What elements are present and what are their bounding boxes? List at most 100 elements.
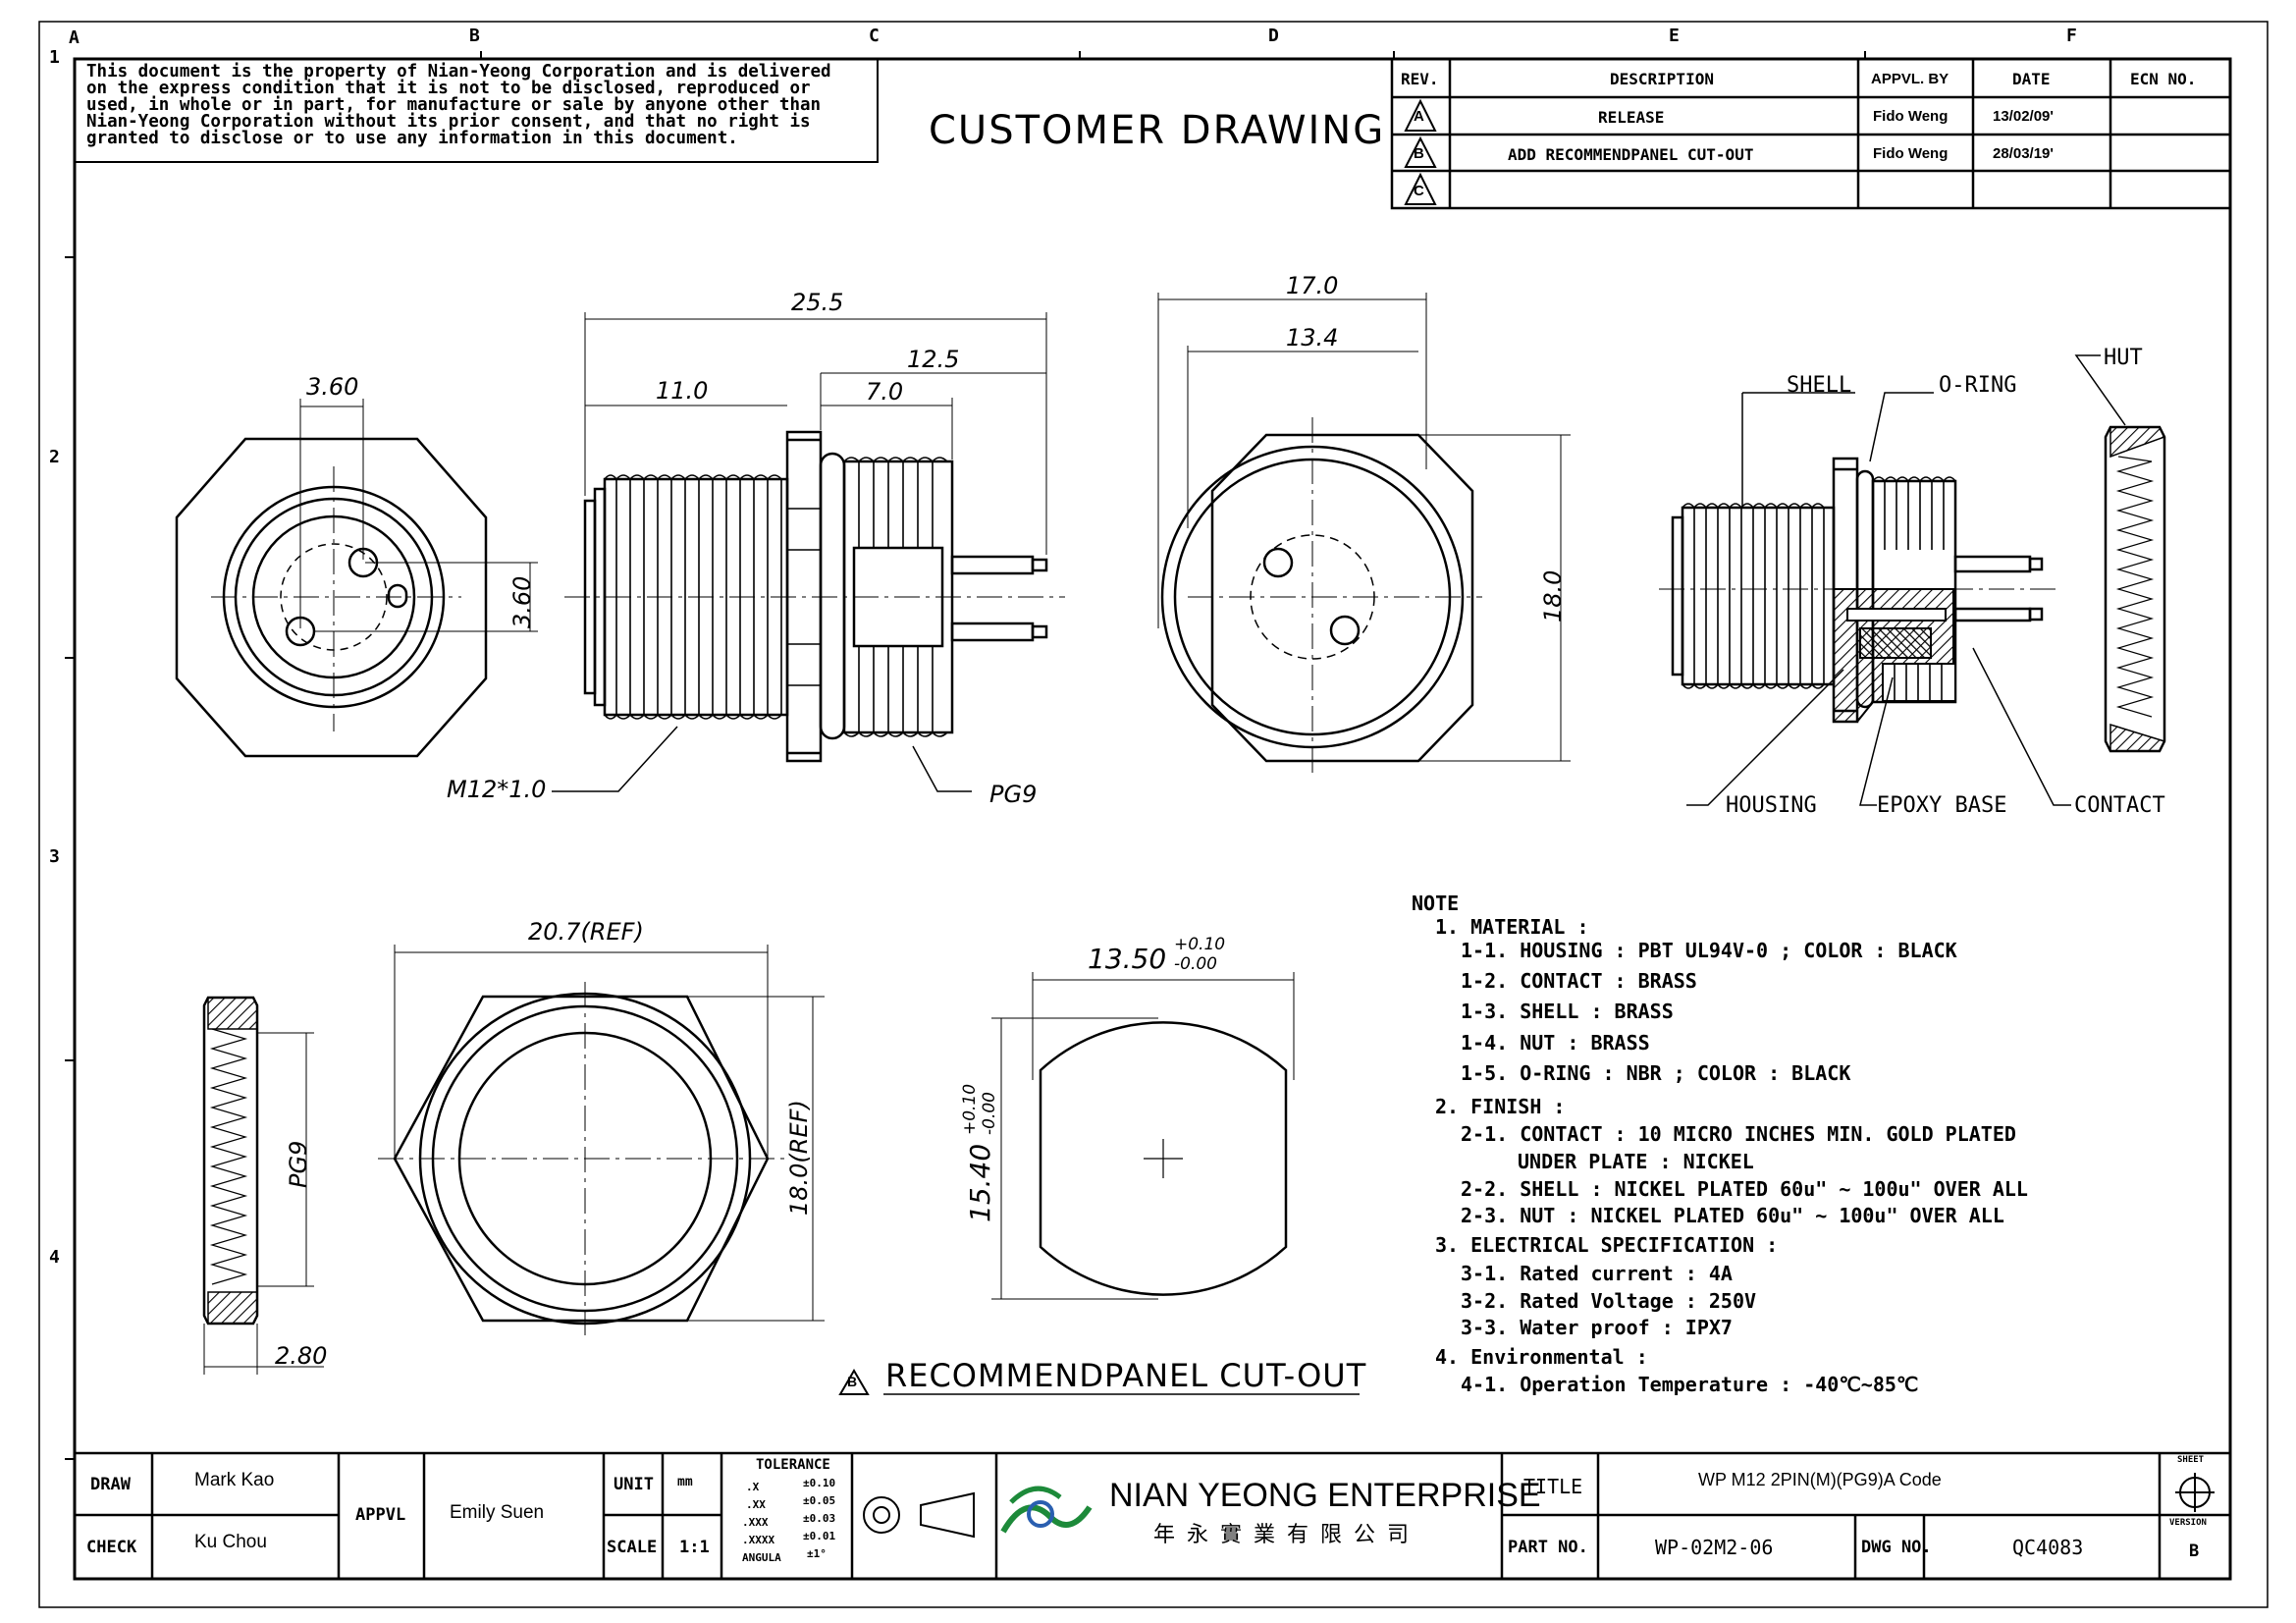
- label-contact: CONTACT: [2074, 793, 2165, 818]
- disclaimer-box: [74, 58, 879, 163]
- nut-front-view: [378, 945, 825, 1335]
- tb-tol-v-5: ±1°: [807, 1547, 827, 1560]
- dim-front-pin-v: 3.60: [508, 575, 536, 628]
- dim-cutout-height-tol-plus: +0.10: [960, 1083, 980, 1135]
- dim-side-front-thread: M12*1.0: [447, 776, 547, 803]
- rev-triangles: [1404, 98, 1437, 205]
- label-epoxy-base: EPOXY BASE: [1877, 793, 2007, 818]
- tb-draw-value: Mark Kao: [194, 1470, 275, 1490]
- tb-unit-label: UNIT: [614, 1475, 654, 1494]
- tb-tol-v-3: ±0.03: [803, 1512, 836, 1525]
- dim-side-rear: 12.5: [907, 346, 960, 373]
- disclaimer-line-1: This document is the property of Nian-Ye…: [86, 62, 831, 81]
- page-title: CUSTOMER DRAWING: [929, 108, 1386, 153]
- note-4: 4. Environmental :: [1435, 1345, 1648, 1369]
- tb-dwg-value: QC4083: [2012, 1536, 2084, 1559]
- dim-rear-inner: 13.4: [1286, 324, 1339, 352]
- disclaimer-line-5: granted to disclose or to use any inform…: [86, 129, 738, 148]
- zone-col-d: D: [1268, 26, 1279, 46]
- note-4-1: 4-1. Operation Temperature : -40℃~85℃: [1461, 1373, 1919, 1396]
- dim-side-overall: 25.5: [791, 289, 844, 316]
- notes-heading: NOTE: [1412, 892, 1460, 915]
- company-logo: [1000, 1486, 1093, 1534]
- label-oring: O-RING: [1939, 373, 2017, 398]
- company-name-en: NIAN YEONG ENTERPRISE: [1109, 1477, 1541, 1514]
- zone-col-f: F: [2066, 26, 2077, 46]
- disclaimer-line-3: used, in whole or in part, for manufactu…: [86, 95, 822, 115]
- rear-thread-lines: [843, 457, 948, 737]
- zone-col-e: E: [1669, 26, 1680, 46]
- note-1: 1. MATERIAL :: [1435, 915, 1589, 939]
- zone-row-2: 2: [49, 447, 60, 467]
- tb-part-value: WP-02M2-06: [1655, 1536, 1774, 1559]
- rev-b-letter: B: [1414, 145, 1424, 162]
- tb-tol-v-2: ±0.05: [803, 1494, 836, 1507]
- tb-tol-v-4: ±0.01: [803, 1530, 836, 1542]
- dim-side-front: 11.0: [656, 377, 709, 405]
- rev-header-rev: REV.: [1401, 70, 1439, 88]
- rev-c-letter: C: [1414, 183, 1424, 199]
- dim-side-pg9: PG9: [989, 781, 1038, 808]
- tb-tol-k-1: .X: [746, 1481, 760, 1493]
- tb-scale-value: 1:1: [679, 1538, 710, 1557]
- note-3: 3. ELECTRICAL SPECIFICATION :: [1435, 1233, 1779, 1257]
- tb-tol-v-1: ±0.10: [803, 1477, 836, 1489]
- rev-b-description: ADD RECOMMENDPANEL CUT-OUT: [1508, 145, 1754, 164]
- dim-cutout-width: 13.50: [1088, 943, 1167, 975]
- dim-nut-thickness: 2.80: [275, 1342, 328, 1370]
- tb-appvl-label: APPVL: [355, 1505, 406, 1525]
- disclaimer-line-4: Nian-Yeong Corporation without its prior…: [86, 112, 811, 132]
- rev-a-letter: A: [1414, 108, 1424, 125]
- dim-front-pin-h: 3.60: [306, 373, 359, 401]
- tb-tol-k-4: .XXXX: [742, 1534, 775, 1546]
- note-1-3: 1-3. SHELL : BRASS: [1461, 1000, 1674, 1023]
- rev-b-date: 28/03/19': [1993, 145, 2054, 162]
- tb-appvl-value: Emily Suen: [450, 1502, 545, 1523]
- note-1-1: 1-1. HOUSING : PBT UL94V-0 ; COLOR : BLA…: [1461, 939, 1957, 962]
- tb-check-value: Ku Chou: [194, 1532, 267, 1552]
- cutout-caption: RECOMMENDPANEL CUT-OUT: [885, 1357, 1367, 1394]
- tb-tol-k-3: .XXX: [742, 1516, 769, 1529]
- note-2-1: 2-1. CONTACT : 10 MICRO INCHES MIN. GOLD…: [1461, 1122, 2016, 1146]
- rev-header-ecn: ECN NO.: [2130, 70, 2197, 88]
- zone-col-a: A: [69, 27, 80, 48]
- dim-nut-height: 18.0(REF): [785, 1100, 813, 1216]
- tb-tolerance-title: TOLERANCE: [756, 1457, 830, 1473]
- nut-side-view: [202, 996, 324, 1375]
- rev-header-date: DATE: [2012, 70, 2051, 88]
- note-3-3: 3-3. Water proof : IPX7: [1461, 1316, 1733, 1339]
- zone-row-4: 4: [49, 1247, 60, 1268]
- cutout-caption-rev: B: [847, 1374, 858, 1389]
- note-2: 2. FINISH :: [1435, 1095, 1566, 1118]
- zone-col-b: B: [469, 26, 480, 46]
- dim-nut-thread: PG9: [285, 1140, 312, 1188]
- dim-cutout-height-tol-minus: -0.00: [980, 1092, 999, 1135]
- dim-cutout-height: 15.40: [964, 1143, 996, 1222]
- dim-cutout-width-tol-plus: +0.10: [1174, 935, 1226, 954]
- dim-cutout-width-tol-minus: -0.00: [1174, 954, 1217, 974]
- tb-version-value: B: [2189, 1542, 2200, 1561]
- note-2-2: 2-2. SHELL : NICKEL PLATED 60u" ~ 100u" …: [1461, 1177, 2028, 1201]
- tb-unit-value: mm: [677, 1475, 693, 1489]
- label-shell: SHELL: [1787, 373, 1852, 398]
- zone-col-c: C: [869, 26, 880, 46]
- tb-scale-label: SCALE: [607, 1538, 658, 1557]
- dim-side-rear-thread: 7.0: [866, 378, 904, 406]
- tb-check-label: CHECK: [86, 1538, 137, 1557]
- sheet-symbol: [2175, 1473, 2215, 1512]
- tb-draw-label: DRAW: [90, 1475, 131, 1494]
- panel-cutout-view: [838, 972, 1360, 1395]
- dim-nut-width: 20.7(REF): [528, 918, 644, 946]
- rev-header-description: DESCRIPTION: [1610, 70, 1714, 88]
- front-view: [175, 399, 538, 758]
- tb-title-value: WP M12 2PIN(M)(PG9)A Code: [1698, 1470, 1942, 1489]
- title-block-grid: [73, 1451, 2232, 1581]
- note-1-5: 1-5. O-RING : NBR ; COLOR : BLACK: [1461, 1061, 1851, 1085]
- tb-version-label: VERSION: [2169, 1518, 2207, 1528]
- note-3-1: 3-1. Rated current : 4A: [1461, 1262, 1733, 1285]
- disclaimer-line-2: on the express condition that it is not …: [86, 79, 811, 98]
- note-1-4: 1-4. NUT : BRASS: [1461, 1031, 1650, 1055]
- note-1-2: 1-2. CONTACT : BRASS: [1461, 969, 1697, 993]
- note-2-1-under: UNDER PLATE : NICKEL: [1518, 1150, 1754, 1173]
